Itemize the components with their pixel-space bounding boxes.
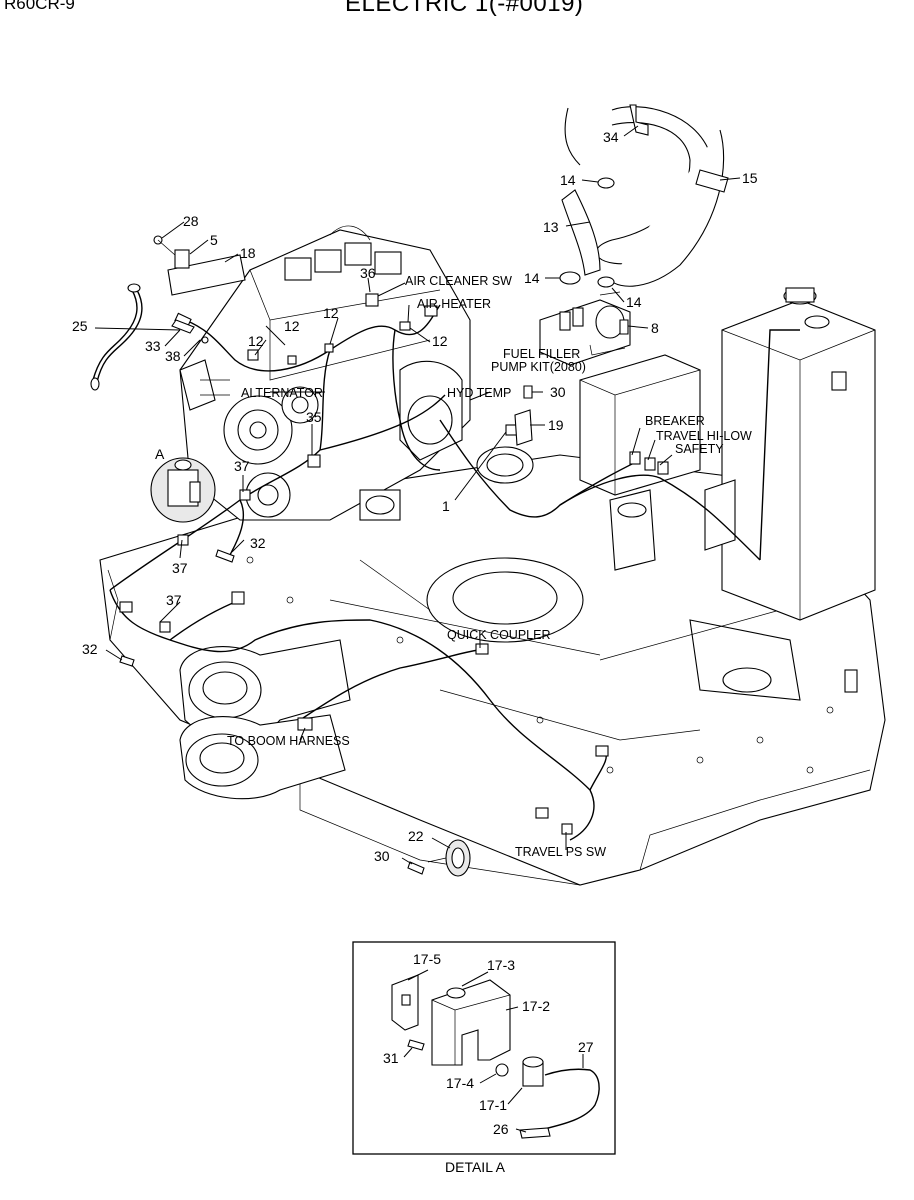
- callout-numbers: 34 15 14 13 14 14 8 28 5 18 36 12 12 12 …: [72, 129, 758, 864]
- callout-14: 14: [626, 294, 642, 310]
- callout-30: 30: [550, 384, 566, 400]
- callout-12: 12: [432, 333, 448, 349]
- callout-37: 37: [166, 592, 182, 608]
- model-code: R60CR-9: [4, 0, 75, 13]
- label-to-boom-harness: TO BOOM HARNESS: [227, 734, 350, 748]
- detail-a-panel: 17-5 17-3 17-2 31 27 17-4 17-1 26: [352, 941, 616, 1155]
- callout-8: 8: [651, 320, 659, 336]
- callout-14: 14: [560, 172, 576, 188]
- label-travel-ps-sw: TRAVEL PS SW: [515, 845, 606, 859]
- page-title: ELECTRIC 1(-#0019): [345, 0, 584, 17]
- callout-35: 35: [306, 409, 322, 425]
- leader-lines: [94, 125, 741, 865]
- detail-callout-26: 26: [493, 1121, 509, 1137]
- component-labels: AIR CLEANER SW AIR HEATER FUEL FILLER PU…: [155, 274, 752, 859]
- label-air-heater: AIR HEATER: [417, 297, 491, 311]
- callout-30: 30: [374, 848, 390, 864]
- upper-frame: [99, 454, 886, 886]
- detail-callout-17-1: 17-1: [479, 1097, 507, 1113]
- detail-caption: DETAIL A: [445, 1159, 506, 1175]
- callout-19: 19: [548, 417, 564, 433]
- detail-callout-27: 27: [578, 1039, 594, 1055]
- callout-22: 22: [408, 828, 424, 844]
- callout-32: 32: [82, 641, 98, 657]
- detail-callout-17-5: 17-5: [413, 951, 441, 967]
- callout-37: 37: [172, 560, 188, 576]
- callout-1: 1: [442, 498, 450, 514]
- detail-callout-17-2: 17-2: [522, 998, 550, 1014]
- label-fuel-filler: FUEL FILLER: [503, 347, 580, 361]
- ground-strap: [153, 235, 246, 296]
- detail-a-reference: [150, 457, 216, 523]
- callout-12: 12: [248, 333, 264, 349]
- horn: [427, 839, 471, 877]
- label-quick-coupler: QUICK COUPLER: [447, 628, 551, 642]
- harness-connectors: [119, 293, 669, 835]
- callout-36: 36: [360, 265, 376, 281]
- detail-callout-31: 31: [383, 1050, 399, 1066]
- hydraulic-tank: [579, 354, 701, 571]
- bolt-fittings: [119, 319, 629, 875]
- callout-12: 12: [284, 318, 300, 334]
- callout-37: 37: [234, 458, 250, 474]
- label-hyd-temp: HYD TEMP: [447, 386, 511, 400]
- detail-callout-17-3: 17-3: [487, 957, 515, 973]
- label-air-cleaner-sw: AIR CLEANER SW: [405, 274, 512, 288]
- callout-33: 33: [145, 338, 161, 354]
- callout-38: 38: [165, 348, 181, 364]
- label-travel-hi-low: TRAVEL HI-LOW: [656, 429, 752, 443]
- callout-32: 32: [250, 535, 266, 551]
- callout-15: 15: [742, 170, 758, 186]
- callout-28: 28: [183, 213, 199, 229]
- callout-5: 5: [210, 232, 218, 248]
- label-alternator: ALTERNATOR: [241, 386, 323, 400]
- callout-14: 14: [524, 270, 540, 286]
- battery-cable: [90, 283, 143, 391]
- fuel-filler-pump-kit: [539, 104, 729, 366]
- callout-25: 25: [72, 318, 88, 334]
- engine-block: [179, 225, 534, 521]
- label-pump-kit: PUMP KIT(2080): [491, 360, 586, 374]
- detail-callout-17-4: 17-4: [446, 1075, 474, 1091]
- label-breaker: BREAKER: [645, 414, 705, 428]
- callout-13: 13: [543, 219, 559, 235]
- callout-12: 12: [323, 305, 339, 321]
- callout-34: 34: [603, 129, 619, 145]
- callout-18: 18: [240, 245, 256, 261]
- label-safety: SAFETY: [675, 442, 724, 456]
- label-detail-ref: A: [155, 446, 165, 462]
